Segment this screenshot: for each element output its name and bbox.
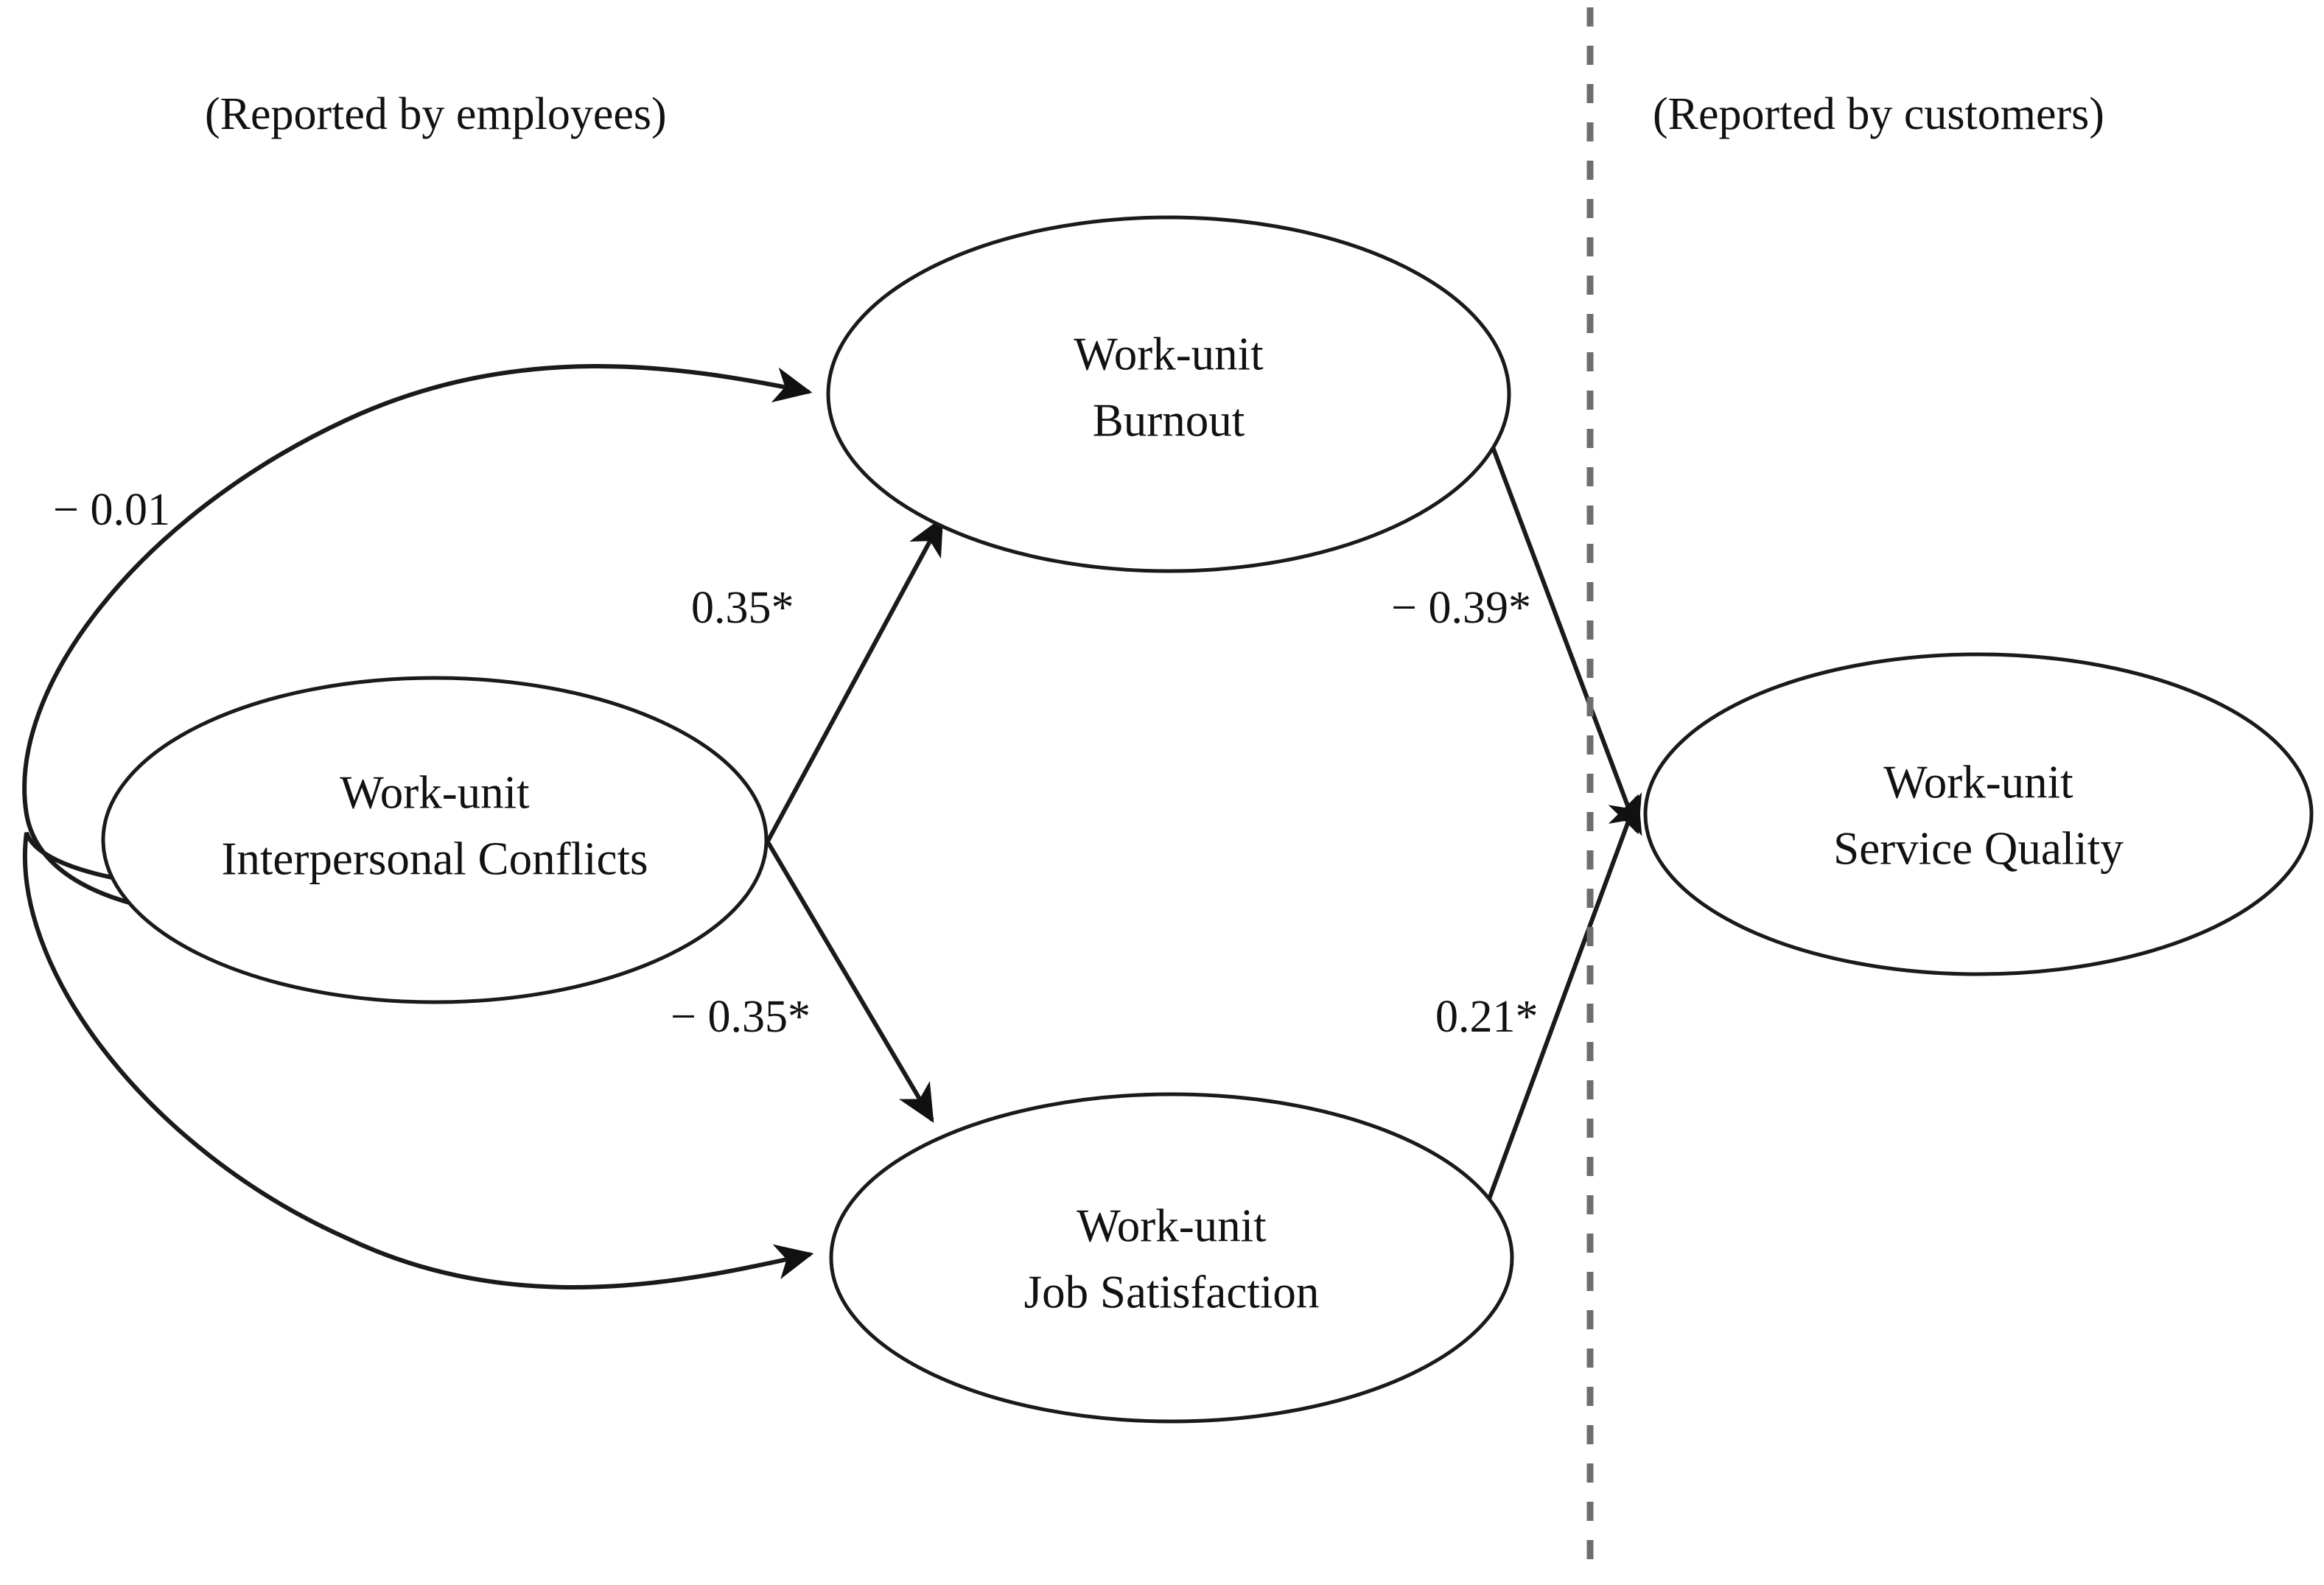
coef-conflicts-to-burnout: 0.35* [691,583,794,633]
coef-burnout-to-quality: − 0.39* [1391,583,1531,633]
node-conflicts-label-line2: Interpersonal Conflicts [221,833,648,884]
node-satisfaction-label-line2: Job Satisfaction [1024,1266,1320,1318]
coef-conflicts-to-satisfaction: − 0.35* [671,992,811,1042]
node-conflicts-ellipse[interactable] [101,676,769,1004]
node-burnout-ellipse[interactable] [826,215,1511,573]
node-conflicts-label-line1: Work-unit [340,766,530,818]
caption-employees: (Reported by employees) [205,89,667,139]
node-quality-label-line2: Service Quality [1833,822,2124,874]
node-satisfaction-label-line1: Work-unit [1077,1200,1267,1251]
node-satisfaction-ellipse[interactable] [829,1092,1514,1424]
edge-conflicts-to-satisfaction-straight [738,794,934,1123]
coef-satisfaction-to-quality: 0.21* [1435,992,1539,1042]
edge-conflicts-to-burnout-straight [738,517,944,893]
edge-satisfaction-to-quality [1459,794,1642,1276]
node-quality-ellipse[interactable] [1643,652,2314,976]
caption-customers: (Reported by customers) [1653,89,2104,139]
coef-conflicts-to-quality: − 0.01 [53,485,170,535]
node-burnout-label-line1: Work-unit [1074,328,1264,379]
node-burnout-label-line2: Burnout [1093,394,1245,446]
node-quality-label-line1: Work-unit [1883,756,2073,808]
